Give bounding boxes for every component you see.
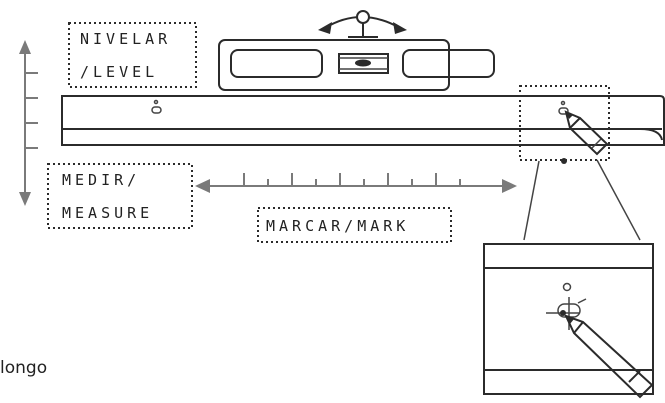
level-label: NIVELAR /LEVEL [68,22,197,88]
measure-label-en: MEASURE [62,204,153,222]
detail-connector-left [523,160,540,241]
mark-point [561,158,567,164]
pencil-icon [564,110,609,156]
mark-label-text: MARCAR/MARK [266,217,409,235]
magnifier-detail-icon [483,243,654,399]
level-label-es: NIVELAR [80,30,171,48]
detail-connector-right [596,159,641,241]
wall-rail [61,95,665,146]
footer-text: longo [0,358,47,378]
spirit-level-icon [218,39,495,91]
measure-label-es: MEDIR/ [62,171,140,189]
detail-focus-box [519,85,610,161]
level-label-en: /LEVEL [80,63,158,81]
measure-label: MEDIR/ MEASURE [47,163,193,229]
rotate-arrows-icon [318,10,407,38]
vertical-measure-arrow-icon [19,40,38,206]
mark-label: MARCAR/MARK [257,207,452,243]
horizontal-measure-arrow-icon [195,173,517,193]
